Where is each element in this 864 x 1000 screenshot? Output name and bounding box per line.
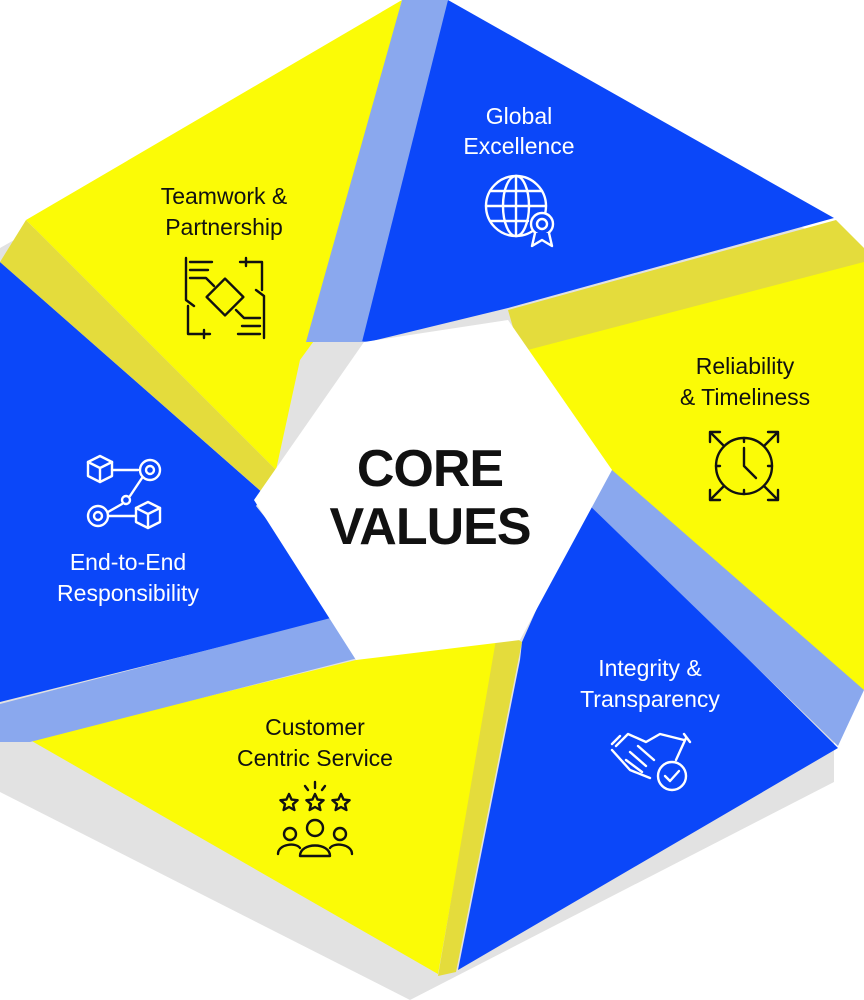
strip-reliability-timeliness — [508, 220, 864, 352]
globe-award-icon — [484, 174, 555, 248]
value-label-customer-line-2: Centric Service — [237, 745, 393, 771]
clock-expand-icon — [708, 430, 780, 502]
strip-integrity-transparency — [584, 470, 864, 746]
center-title-line-2: VALUES — [329, 498, 530, 556]
value-label-teamwork-line-2: Partnership — [165, 214, 283, 240]
handshake-check-icon — [610, 732, 692, 792]
customer-rating-icon — [276, 780, 354, 858]
value-label-integrity-line-2: Transparency — [580, 686, 720, 712]
value-label-global-line-1: Global — [486, 103, 552, 129]
value-label-customer-line-1: Customer — [265, 714, 365, 740]
strip-end-to-end — [0, 614, 358, 742]
segment-customer-centric — [30, 626, 500, 974]
segment-integrity-transparency — [458, 498, 838, 970]
segment-end-to-end — [0, 262, 344, 702]
value-label-end-to-end-line-1: End-to-End — [70, 549, 186, 575]
segment-teamwork — [26, 0, 402, 470]
value-label-end-to-end-line-2: Responsibility — [57, 580, 199, 606]
segment-global-excellence — [318, 0, 834, 342]
workflow-icon — [86, 454, 162, 530]
strip-customer-centric — [438, 628, 522, 976]
value-label-reliability-line-1: Reliability — [696, 353, 795, 379]
center-hub — [254, 320, 612, 660]
value-label-teamwork-line-1: Teamwork & — [161, 183, 288, 209]
strip-global-excellence — [306, 0, 448, 342]
segment-reliability-timeliness — [520, 248, 864, 690]
value-label-integrity-line-1: Integrity & — [598, 655, 702, 681]
strip-teamwork — [0, 220, 276, 492]
value-label-global-line-2: Excellence — [463, 133, 574, 159]
value-label-reliability-line-2: & Timeliness — [680, 384, 810, 410]
joined-hands-icon — [184, 256, 266, 340]
center-title-line-1: CORE — [357, 440, 503, 498]
